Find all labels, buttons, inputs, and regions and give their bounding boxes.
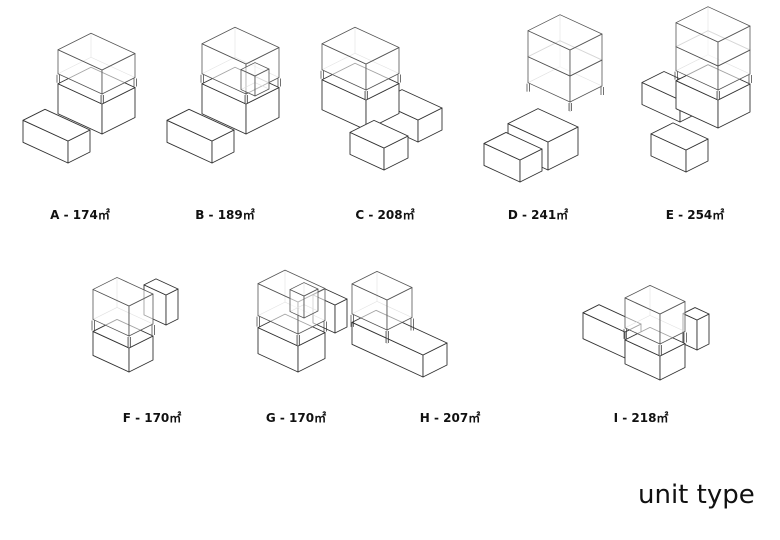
unit-d-model	[483, 14, 604, 183]
unit-label-e: E - 254㎡	[665, 208, 725, 222]
unit-label-c: C - 208㎡	[355, 208, 415, 222]
glass-face-top	[321, 26, 400, 65]
glass-face-top	[57, 32, 136, 71]
box-face-top	[650, 122, 709, 151]
box-face-top	[507, 108, 579, 143]
box-face-top	[682, 307, 710, 321]
unit-label-f: F - 170㎡	[122, 411, 182, 425]
unit-f-model	[91, 277, 179, 373]
glass-face-top	[624, 284, 686, 315]
unit-label-b: B - 189㎡	[195, 208, 255, 222]
unit-i-model	[582, 284, 710, 381]
unit-e-model	[641, 6, 752, 173]
box-face-top	[349, 119, 409, 149]
box-face-top	[483, 131, 543, 161]
unit-label-a: A - 174㎡	[50, 208, 110, 222]
unit-h-model	[350, 270, 448, 378]
unit-label-h: H - 207㎡	[419, 411, 481, 425]
unit-label-d: D - 241㎡	[507, 208, 569, 222]
glass-face-top	[92, 277, 154, 307]
glass-face-top	[201, 26, 280, 65]
diagram-title: unit type	[638, 480, 755, 510]
glass-face-top	[289, 282, 319, 297]
glass-face-top	[675, 6, 751, 43]
unit-b-model	[166, 26, 281, 164]
box-face-top	[22, 108, 91, 142]
unit-c-model	[320, 26, 443, 171]
unit-label-g: G - 170㎡	[265, 411, 327, 425]
glass-face-top	[240, 62, 270, 77]
unit-label-i: I - 218㎡	[613, 411, 669, 425]
glass-face-top	[527, 14, 603, 51]
box-face-top	[143, 278, 179, 296]
glass-face-top	[351, 270, 413, 301]
unit-g-model	[256, 269, 348, 373]
box-face-top	[166, 108, 235, 142]
unit-a-model	[22, 32, 137, 164]
